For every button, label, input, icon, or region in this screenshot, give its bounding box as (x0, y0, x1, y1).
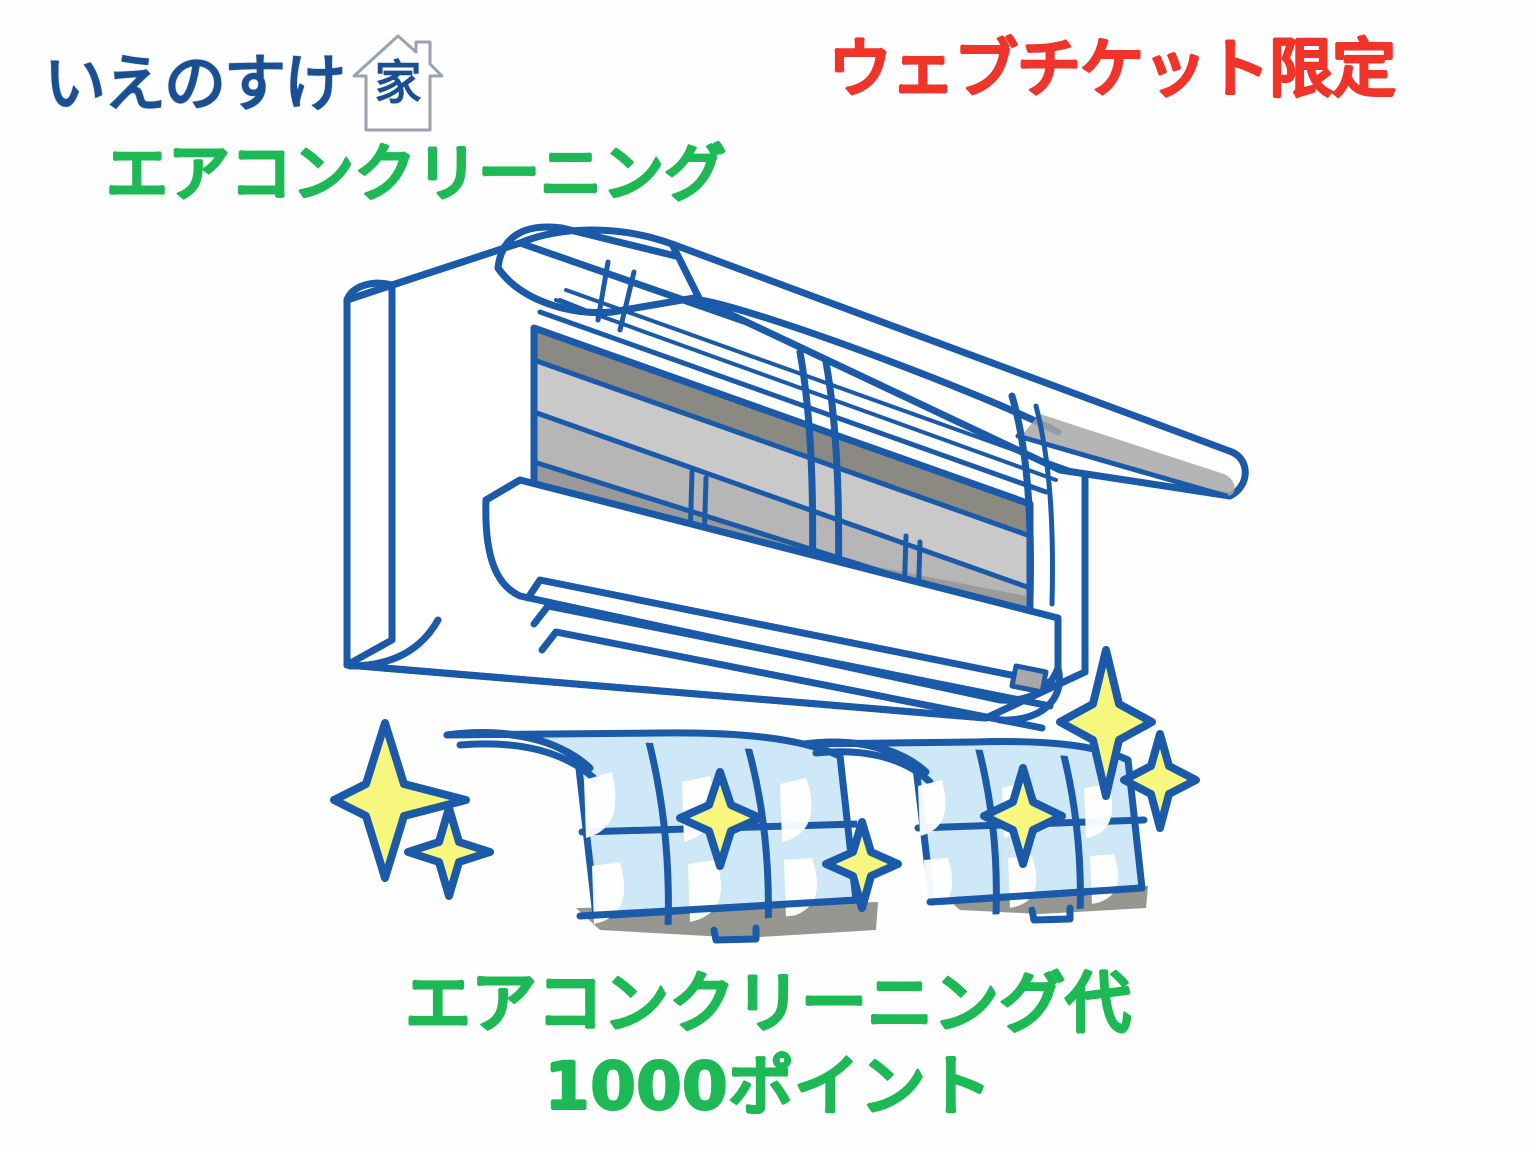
sparkle-icon (980, 764, 1066, 868)
price-value: 1000ポイント (544, 1047, 992, 1125)
clean-filter-left (443, 729, 878, 944)
price-label: エアコンクリーニング代 (405, 965, 1131, 1042)
sparkle-icon (822, 818, 902, 912)
sparkle-icon (330, 719, 470, 882)
clean-filter-right (801, 738, 1148, 924)
service-title: エアコンクリーニング (106, 137, 727, 210)
sparkle-icon (1120, 730, 1200, 832)
brand-logo-text: いえのすけ (44, 47, 346, 120)
sparkle-icon (1056, 646, 1156, 800)
air-outlet-vents (343, 476, 1089, 732)
promo-badge-text: ウェブチケット限定 (828, 33, 1396, 107)
sparkle-group (330, 646, 1200, 912)
sparkle-icon (404, 804, 494, 900)
ac-unit-body (343, 223, 1249, 722)
house-badge-icon: 家 (350, 30, 446, 138)
sparkle-icon (676, 768, 764, 870)
house-badge-kanji: 家 (374, 56, 422, 111)
dirty-filter-panel (530, 288, 1072, 664)
price-block: エアコンクリーニング代 1000ポイント (0, 963, 1536, 1128)
brand-logo: いえのすけ 家 (44, 30, 446, 138)
